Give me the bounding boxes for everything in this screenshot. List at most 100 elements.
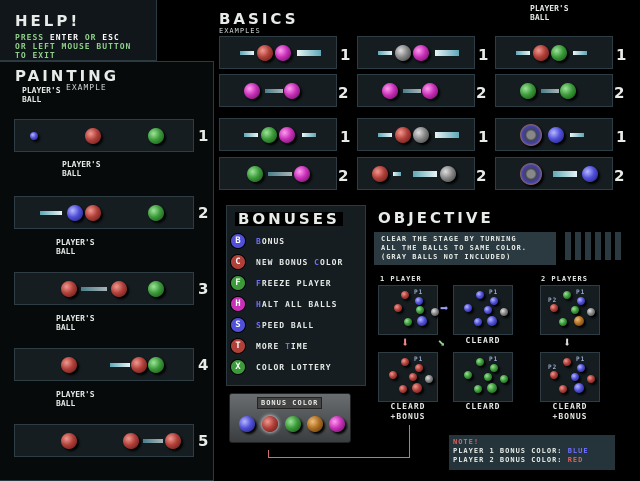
stage-preview: P1 xyxy=(378,285,439,335)
bonus-label: HALT ALL BALLS xyxy=(256,300,337,309)
painting-step-5 xyxy=(14,424,194,457)
example-step-2 xyxy=(495,157,613,190)
green-ball xyxy=(551,45,567,61)
p1-label: P1 xyxy=(489,356,499,363)
gray-ball xyxy=(440,166,456,182)
bonus-key: T xyxy=(285,341,291,351)
player-shooter-icon xyxy=(520,124,542,146)
bonus-t-icon: T xyxy=(230,338,246,354)
step-number: 2 xyxy=(614,84,625,102)
red-ball xyxy=(165,433,181,449)
step-number: 1 xyxy=(340,46,351,64)
gray-ball xyxy=(395,45,411,61)
example-step-2 xyxy=(357,157,475,190)
example-step-1 xyxy=(495,118,613,151)
note-panel: NOTE! PLAYER 1 BONUS COLOR: BLUE PLAYER … xyxy=(449,435,615,470)
players-ball-label: PLAYER'S BALL xyxy=(530,4,569,22)
bonus-label-rest: ALT ALL BALLS xyxy=(261,299,338,309)
blue-ball xyxy=(30,132,38,140)
magenta-ball xyxy=(275,45,291,61)
example-step-1 xyxy=(495,36,613,69)
players-ball-label: PLAYER'S BALL xyxy=(62,160,101,178)
step-number: 4 xyxy=(198,356,209,374)
gray-ball xyxy=(413,127,429,143)
pointer-line xyxy=(268,450,410,458)
bonus-label-rest: PEED BALL xyxy=(261,320,315,330)
red-ball xyxy=(111,281,127,297)
bonus-label-rest: OLOR xyxy=(320,257,344,267)
stage-preview: P1 xyxy=(453,285,513,335)
bonus-key: S xyxy=(256,320,262,330)
step-number: 1 xyxy=(478,46,489,64)
bonus-caption: +BONUS xyxy=(552,412,588,421)
blue-ball xyxy=(582,166,598,182)
step-number: 2 xyxy=(338,84,349,102)
red-ball xyxy=(61,433,77,449)
painting-step-1 xyxy=(14,119,194,152)
stage-preview: P1 xyxy=(453,352,513,402)
arrow-down-icon: ⬇ xyxy=(401,335,410,351)
note-line-p2: PLAYER 2 BONUS COLOR: RED xyxy=(453,456,611,465)
orange-ball xyxy=(307,416,323,432)
players-ball-label: PLAYER'S BALL xyxy=(56,390,95,408)
step-number: 2 xyxy=(338,167,349,185)
painting-subtitle: EXAMPLE xyxy=(66,83,107,92)
step-number: 1 xyxy=(340,128,351,146)
help-key-esc: ESC xyxy=(102,33,120,42)
note-line-p1: PLAYER 1 BONUS COLOR: BLUE xyxy=(453,447,611,456)
help-text-press: PRESS xyxy=(15,33,50,42)
p1-label: P1 xyxy=(576,289,586,296)
blue-ball xyxy=(239,416,255,432)
green-ball xyxy=(148,128,164,144)
note-p1-text: PLAYER 1 BONUS COLOR: xyxy=(453,447,568,455)
step-number: 1 xyxy=(616,46,627,64)
bonus-key: H xyxy=(256,299,262,309)
painting-step-2 xyxy=(14,196,194,229)
objective-line: CLEAR THE STAGE BY TURNING xyxy=(381,235,517,243)
red-ball xyxy=(395,127,411,143)
note-p1-color: BLUE xyxy=(567,447,589,455)
bonus-label-pre: NEW BONUS xyxy=(256,257,315,267)
magenta-ball xyxy=(294,166,310,182)
green-ball xyxy=(520,83,536,99)
arrow-right-icon: ➡ xyxy=(440,301,449,317)
help-text-or: OR xyxy=(79,33,103,42)
arrow-right-icon xyxy=(40,211,62,215)
bonus-b-icon: B xyxy=(230,233,246,249)
bonus-key: F xyxy=(256,278,262,288)
magenta-ball xyxy=(284,83,300,99)
bonus-f-icon: F xyxy=(230,275,246,291)
red-ball xyxy=(533,45,549,61)
example-step-1 xyxy=(219,118,337,151)
green-ball xyxy=(247,166,263,182)
green-ball xyxy=(261,127,277,143)
example-step-2 xyxy=(219,74,337,107)
players-ball-label: PLAYER'S BALL xyxy=(56,238,95,256)
red-ball xyxy=(85,205,101,221)
decorative-stripes xyxy=(565,232,625,260)
one-player-label: 1 PLAYER xyxy=(380,275,422,283)
help-text-exit: TO EXIT xyxy=(15,51,56,60)
p2-label: P2 xyxy=(548,364,558,371)
step-number: 1 xyxy=(198,127,209,145)
help-text-mouse: OR LEFT MOUSE BUTTON xyxy=(15,42,132,51)
magenta-ball xyxy=(329,416,345,432)
step-number: 1 xyxy=(616,128,627,146)
player-shooter-icon xyxy=(520,163,542,185)
p2-label: P2 xyxy=(548,297,558,304)
red-ball xyxy=(131,357,147,373)
bonus-label: FREEZE PLAYER xyxy=(256,279,332,288)
two-players-label: 2 PLAYERS xyxy=(541,275,588,283)
example-step-1 xyxy=(219,36,337,69)
cleard-caption: CLEARD xyxy=(465,402,501,411)
